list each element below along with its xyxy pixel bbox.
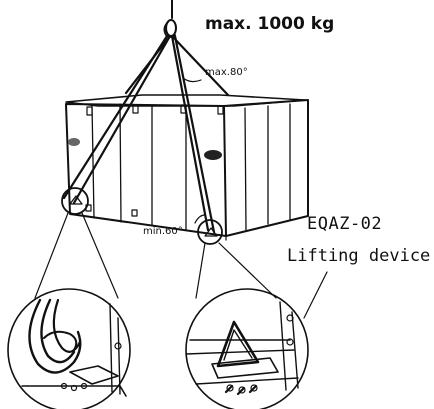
crane-hook [163, 0, 177, 38]
lifting-slings [62, 34, 230, 234]
detail-leader-lines [34, 212, 328, 319]
max-load-label: max. 1000 kg [205, 14, 335, 34]
detail-lifting-device [185, 288, 309, 409]
product-code-label: EQAZ-02 [307, 214, 383, 234]
min-angle-arc [194, 214, 206, 224]
corner-marker-left [61, 187, 89, 215]
corner-marker-right [197, 219, 223, 245]
air-handling-unit [65, 94, 309, 241]
max-angle-arc [182, 77, 202, 83]
min-angle-label: min.60° [143, 226, 183, 237]
max-angle-label: max.80° [205, 67, 248, 78]
product-name-label: Lifting device [287, 246, 431, 266]
detail-sling-attached [7, 288, 131, 409]
